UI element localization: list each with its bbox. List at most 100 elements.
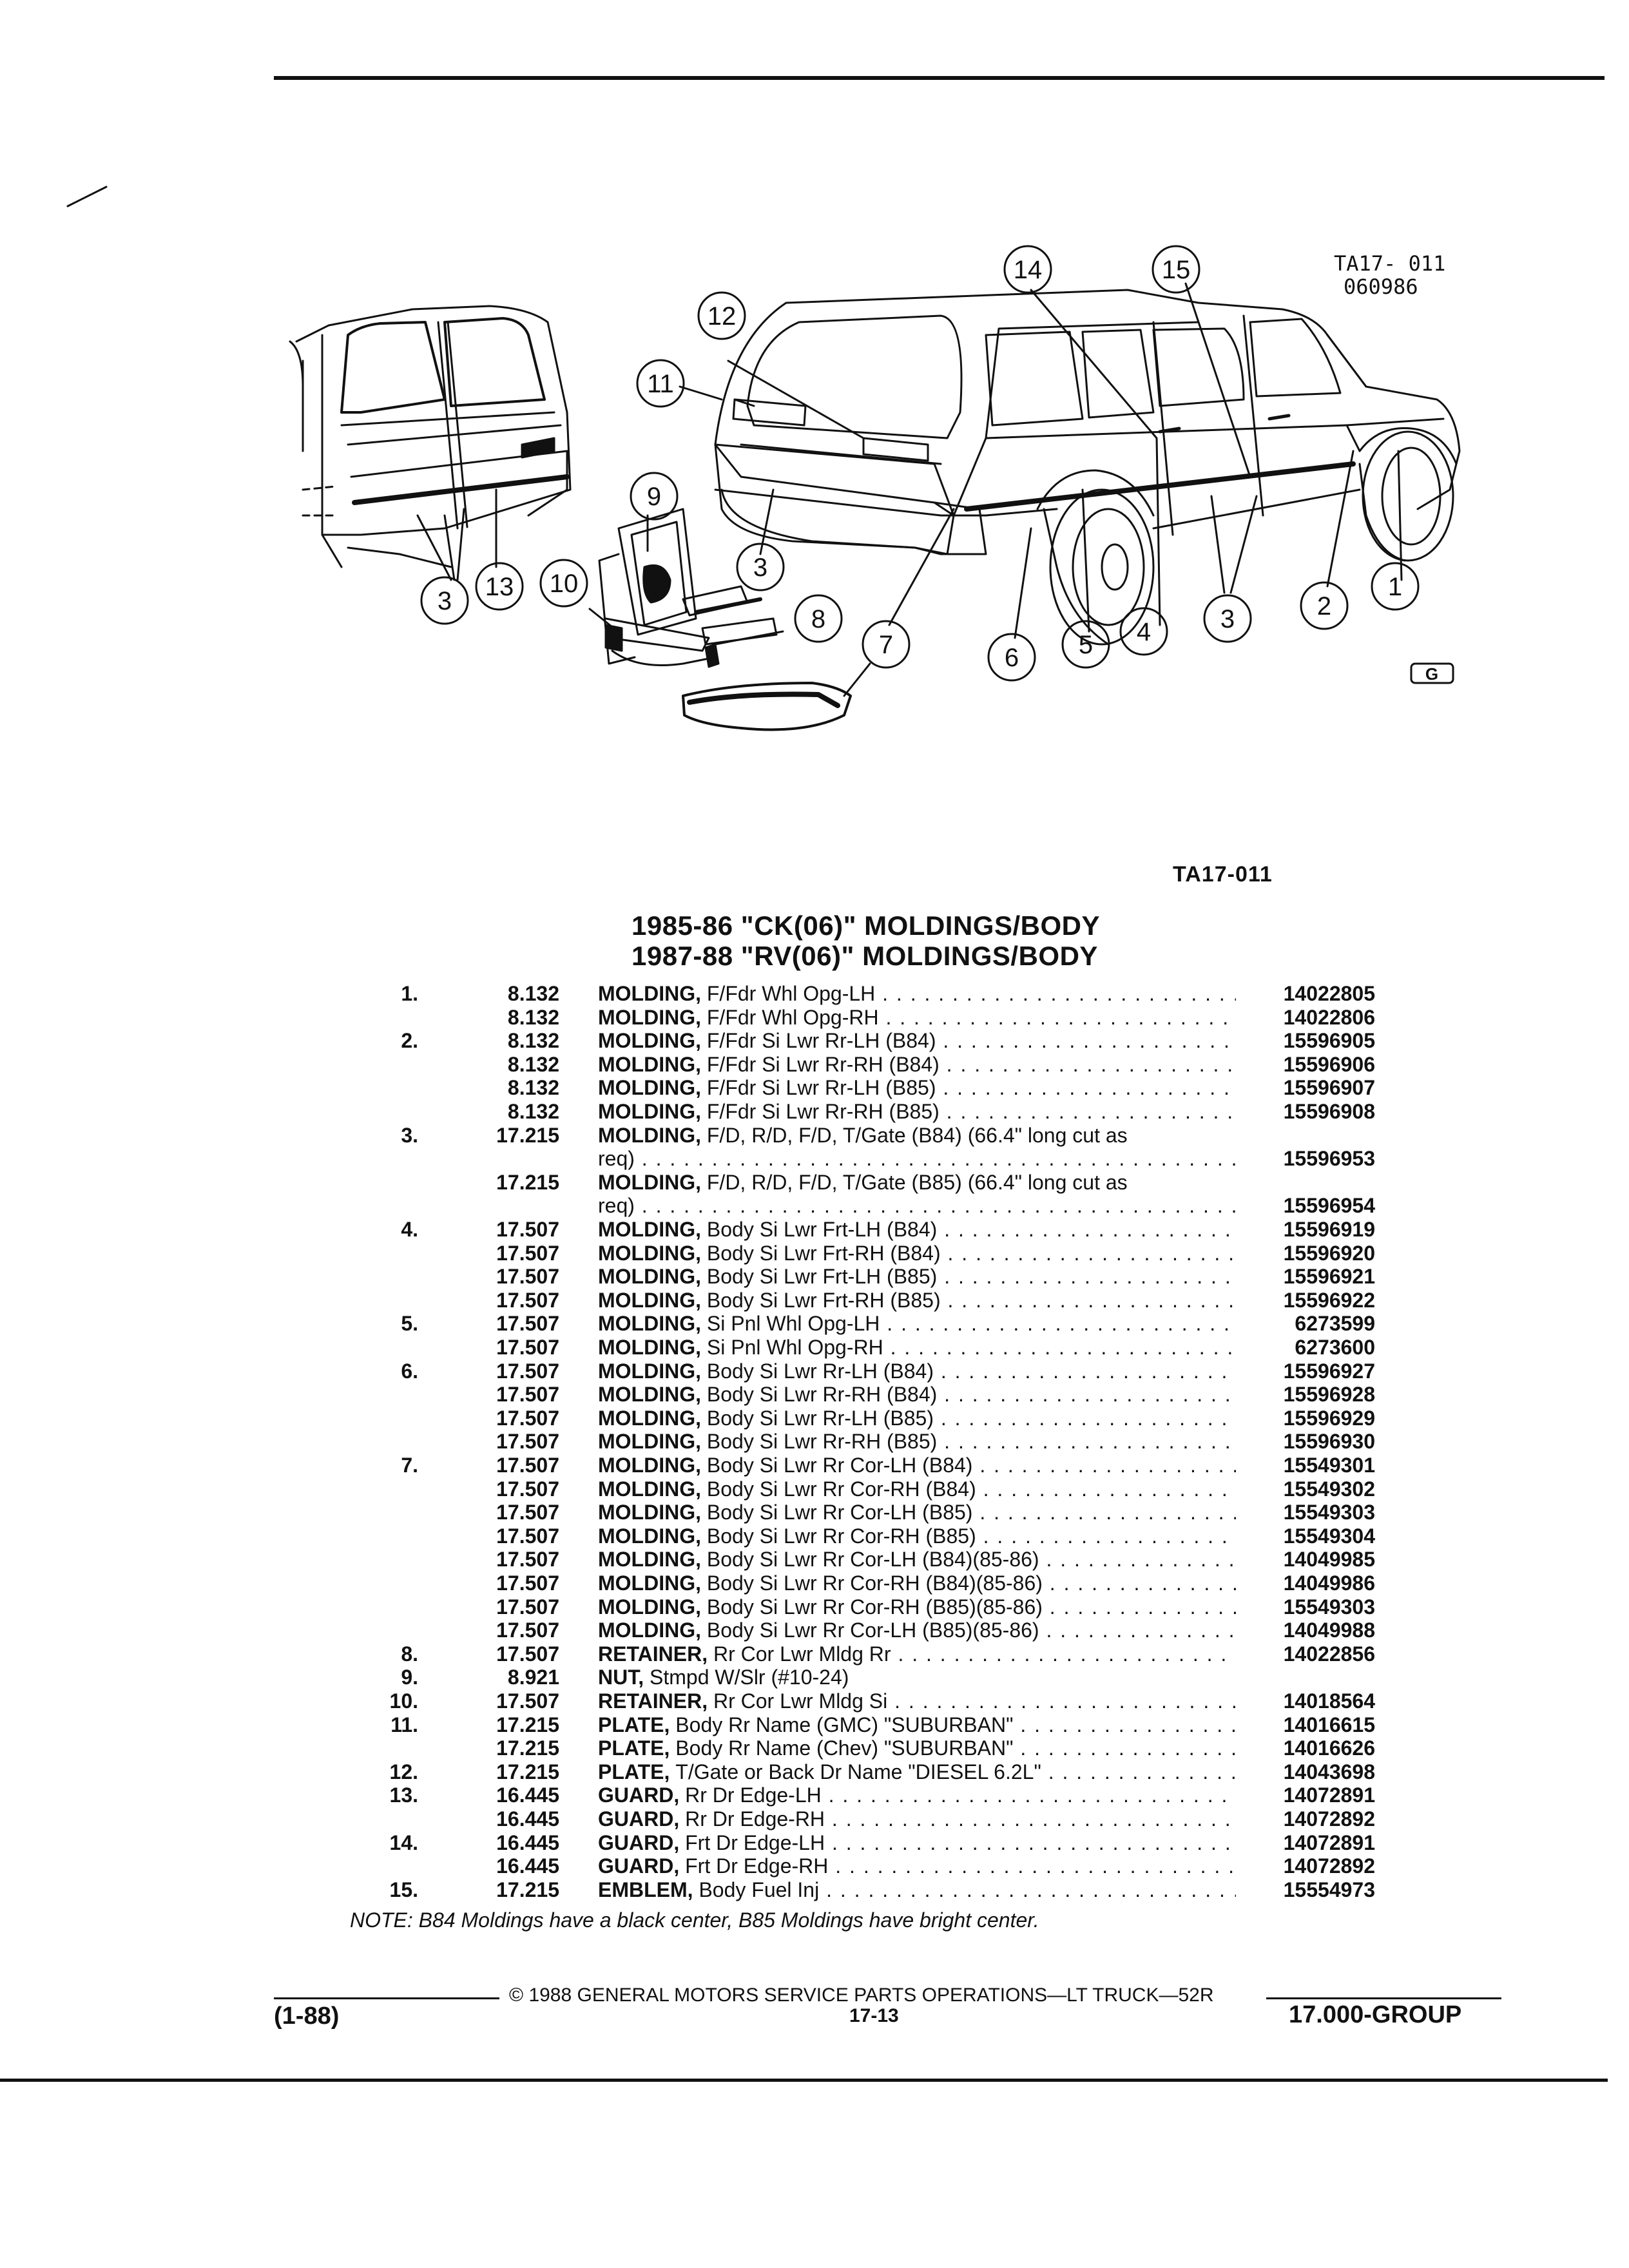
callout-7: 7 [879,631,893,659]
part-number: 15596922 [1283,1288,1375,1312]
part-detail: Si Pnl Whl Opg-LH [706,1312,880,1336]
group-number: 16.445 [496,1831,559,1854]
part-name: MOLDING, [598,1123,701,1147]
part-detail: Body Rr Name (Chev) "SUBURBAN" [675,1736,1014,1760]
part-description: MOLDING, Body Si Lwr Rr Cor-LH (B84) . .… [598,1454,1236,1477]
part-number: 14072891 [1283,1831,1375,1854]
leader-dots: . . . . . . . . . . . . . . . . . . . . … [983,1524,1236,1548]
part-detail: Body Fuel Inj [699,1878,820,1901]
part-name: MOLDING, [598,1383,701,1407]
part-name: NUT, [598,1666,644,1689]
part-detail: Body Si Lwr Frt-RH (B85) [706,1288,941,1312]
top-rule [274,76,1605,80]
leader-dots: . . . . . . . . . . . . . . . . . . . . … [943,1076,1236,1100]
group-number: 17.507 [496,1548,559,1571]
callout-3-center: 3 [753,553,767,582]
part-detail: req) [598,1194,635,1218]
part-number: 6273599 [1295,1312,1375,1336]
part-name: MOLDING, [598,1454,701,1477]
leader-dots: . . . . . . . . . . . . . . . . . . . . … [1020,1736,1236,1760]
part-detail: req) [598,1147,635,1171]
part-detail: Body Rr Name (GMC) "SUBURBAN" [675,1713,1014,1736]
part-name: MOLDING, [598,1524,701,1548]
part-number: 14022805 [1283,982,1375,1005]
part-name: MOLDING, [598,1548,701,1571]
leader-dots: . . . . . . . . . . . . . . . . . . . . … [641,1194,1236,1218]
part-number: 15596930 [1283,1430,1375,1454]
item-number: 2. [401,1029,418,1053]
callout-15: 11 [647,370,674,398]
part-name: RETAINER, [598,1689,708,1713]
group-number: 17.507 [496,1218,559,1241]
leader-dots: . . . . . . . . . . . . . . . . . . . . … [1049,1595,1236,1619]
part-number: 14018564 [1283,1689,1375,1713]
callout-3-left: 3 [438,587,452,615]
part-number: 15596954 [1283,1194,1375,1218]
leader-dots: . . . . . . . . . . . . . . . . . . . . … [946,1100,1236,1123]
part-name: PLATE, [598,1713,670,1736]
part-number: 14016615 [1283,1713,1375,1736]
part-description: MOLDING, Body Si Lwr Rr-LH (B84) . . . .… [598,1360,1236,1383]
part-description: PLATE, T/Gate or Back Dr Name "DIESEL 6.… [598,1760,1236,1784]
part-name: EMBLEM, [598,1878,693,1901]
part-name: MOLDING, [598,1005,701,1029]
part-name: MOLDING, [598,1218,701,1241]
part-number: 14022806 [1283,1005,1375,1029]
part-description: GUARD, Rr Dr Edge-LH . . . . . . . . . .… [598,1783,1236,1807]
part-detail: F/Fdr Si Lwr Rr-LH (B85) [706,1076,936,1100]
part-name: MOLDING, [598,1619,701,1642]
part-number: 15549303 [1283,1595,1375,1619]
part-number: 15549301 [1283,1454,1375,1477]
part-description: MOLDING, F/Fdr Whl Opg-RH . . . . . . . … [598,1006,1236,1030]
part-name: MOLDING, [598,1029,701,1053]
part-description: NUT, Stmpd W/Slr (#10-24) [598,1666,1236,1689]
part-detail: F/Fdr Whl Opg-RH [706,1005,879,1029]
leader-dots: . . . . . . . . . . . . . . . . . . . . … [979,1454,1236,1477]
part-description: MOLDING, F/Fdr Si Lwr Rr-RH (B85) . . . … [598,1100,1236,1124]
part-description: MOLDING, F/Fdr Si Lwr Rr-LH (B85) . . . … [598,1076,1236,1100]
part-number: 14072892 [1283,1854,1375,1878]
part-number: 15596929 [1283,1406,1375,1430]
part-number: 14072892 [1283,1807,1375,1831]
bottom-rule [0,2079,1608,2082]
part-description: MOLDING, Body Si Lwr Rr Cor-LH (B85)(85-… [598,1619,1236,1642]
group-number: 8.132 [507,1029,559,1053]
part-detail: Body Si Lwr Frt-LH (B85) [706,1265,938,1289]
callout-2: 2 [1317,592,1331,620]
group-number: 17.507 [496,1336,559,1359]
part-number: 15554973 [1283,1878,1375,1901]
group-number: 17.215 [496,1760,559,1783]
callout-1: 1 [1388,573,1402,601]
group-number: 8.132 [507,1005,559,1029]
callout-14: 15 [1162,256,1191,284]
part-name: MOLDING, [598,1595,701,1619]
part-number: 15596921 [1283,1265,1375,1289]
item-number: 9. [401,1666,418,1689]
group-number: 16.445 [496,1807,559,1831]
part-description: MOLDING, Body Si Lwr Rr Cor-LH (B85) . .… [598,1501,1236,1524]
part-detail: F/Fdr Si Lwr Rr-RH (B84) [706,1052,940,1076]
item-number: 3. [401,1123,418,1147]
table-row: 17.507 MOLDING, Body Si Lwr Rr-RH (B84) .… [0,1383,1629,1407]
leader-dots: . . . . . . . . . . . . . . . . . . . . … [894,1689,1236,1713]
leader-dots: . . . . . . . . . . . . . . . . . . . . … [890,1336,1236,1359]
group-number: 17.507 [496,1383,559,1407]
part-number: 15549304 [1283,1524,1375,1548]
callout-5: 5 [1079,631,1093,659]
part-name: MOLDING, [598,1477,701,1501]
part-description: MOLDING, Body Si Lwr Rr-RH (B84) . . . .… [598,1383,1236,1407]
leader-dots: . . . . . . . . . . . . . . . . . . . . … [835,1854,1236,1878]
parts-illustration: 3 13 9 10 8 7 14 15 12 11 3 6 5 4 3 2 1 … [66,186,1461,731]
note: NOTE: B84 Moldings have a black center, … [350,1908,1039,1932]
footer-page: 17-13 [849,2005,899,2026]
